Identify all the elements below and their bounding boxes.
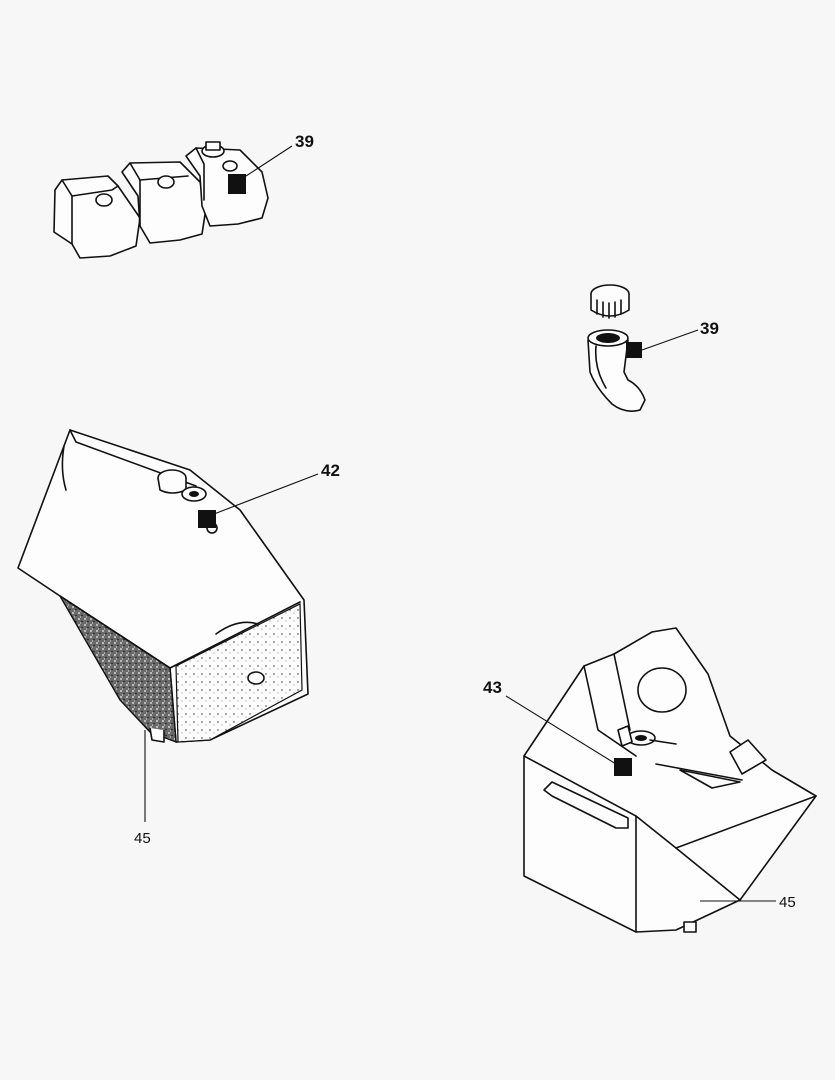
reservoir-left xyxy=(53,175,141,259)
tank-left: 42 45 xyxy=(17,429,340,847)
callout-label: 39 xyxy=(295,132,314,151)
reference-marker xyxy=(614,758,632,776)
reservoir-right xyxy=(185,141,269,227)
reference-marker xyxy=(228,174,246,194)
callout-label: 45 xyxy=(779,894,796,911)
reservoir-cluster: 39 xyxy=(53,132,314,259)
leader-line xyxy=(213,473,319,515)
leader-line xyxy=(505,695,617,765)
leader-line xyxy=(641,329,699,351)
tank-speckled-face xyxy=(175,603,303,743)
callout-label: 45 xyxy=(134,830,151,847)
reference-marker xyxy=(626,342,642,358)
tank-right: 43 45 xyxy=(483,627,817,933)
leader-line xyxy=(245,145,293,177)
callout-label: 42 xyxy=(321,461,340,480)
filler-neck xyxy=(587,329,646,412)
callout-label: 39 xyxy=(700,319,719,338)
callout-label: 43 xyxy=(483,678,502,697)
filler-cap xyxy=(590,284,630,319)
reference-marker xyxy=(198,510,216,528)
filler-neck-assembly: 39 xyxy=(587,284,719,412)
reservoir-middle xyxy=(121,161,207,244)
